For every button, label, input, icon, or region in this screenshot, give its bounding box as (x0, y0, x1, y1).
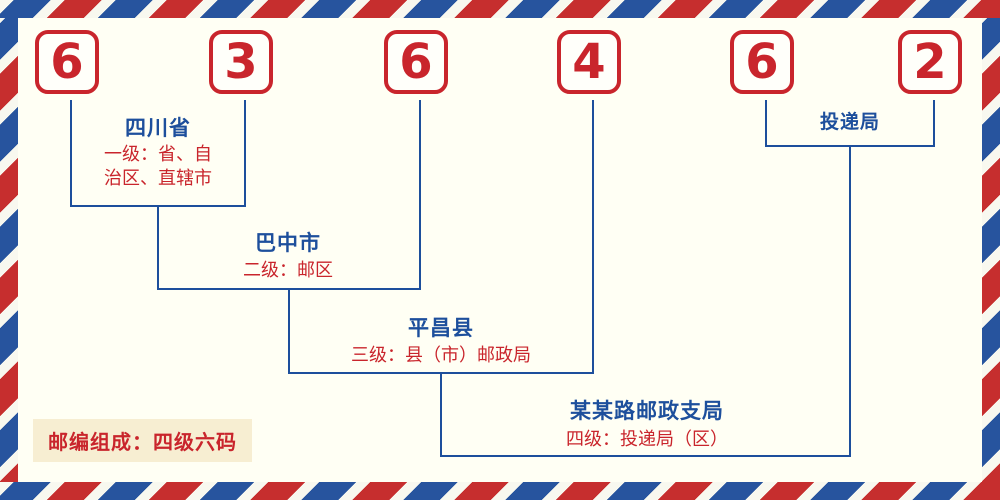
airmail-border-right (982, 0, 1000, 500)
level-label-branch: 四级：投递局（区） (566, 429, 728, 449)
airmail-border-left (0, 0, 18, 500)
connector-line-g3-drop (440, 372, 442, 457)
connector-line-g1-right (244, 100, 246, 207)
composition-note-text: 邮编组成：四级六码 (48, 432, 237, 454)
digit-2: 3 (224, 34, 258, 90)
connector-line-g4-right (849, 145, 851, 457)
connector-line-g1-drop (157, 205, 159, 290)
digit-box-1: 6 (35, 30, 99, 94)
level-label-county: 三级：县（市）邮政局 (351, 345, 531, 365)
level-label-province: 一级：省、自治区、直辖市 (104, 144, 212, 189)
connector-line-g5-bottom (765, 145, 935, 147)
digit-4: 4 (572, 34, 606, 90)
digit-3: 6 (399, 34, 433, 90)
region-label-county: 平昌县 (408, 317, 474, 340)
composition-note: 邮编组成：四级六码 (33, 419, 252, 462)
connector-line-g1-left (70, 100, 72, 207)
digit-box-3: 6 (384, 30, 448, 94)
connector-line-g5-left (765, 100, 767, 145)
connector-line-g4-bottom (440, 455, 851, 457)
level-label-city: 二级：邮区 (243, 260, 333, 280)
digit-box-4: 4 (557, 30, 621, 94)
region-label-branch: 某某路邮政支局 (570, 400, 724, 423)
region-label-city: 巴中市 (255, 232, 321, 255)
connector-line-g2-drop (288, 288, 290, 374)
digit-box-2: 3 (209, 30, 273, 94)
region-label-province: 四川省 (125, 117, 191, 140)
digit-1: 6 (50, 34, 84, 90)
digit-5: 6 (745, 34, 779, 90)
connector-line-g5-right (933, 100, 935, 145)
connector-line-g2-right (419, 100, 421, 290)
airmail-border-top (0, 0, 1000, 18)
digit-box-6: 2 (898, 30, 962, 94)
digit-6: 2 (913, 34, 947, 90)
airmail-border-bottom (0, 482, 1000, 500)
connector-line-g3-right (592, 100, 594, 374)
region-label-delivery-office: 投递局 (819, 112, 880, 133)
digit-box-5: 6 (730, 30, 794, 94)
